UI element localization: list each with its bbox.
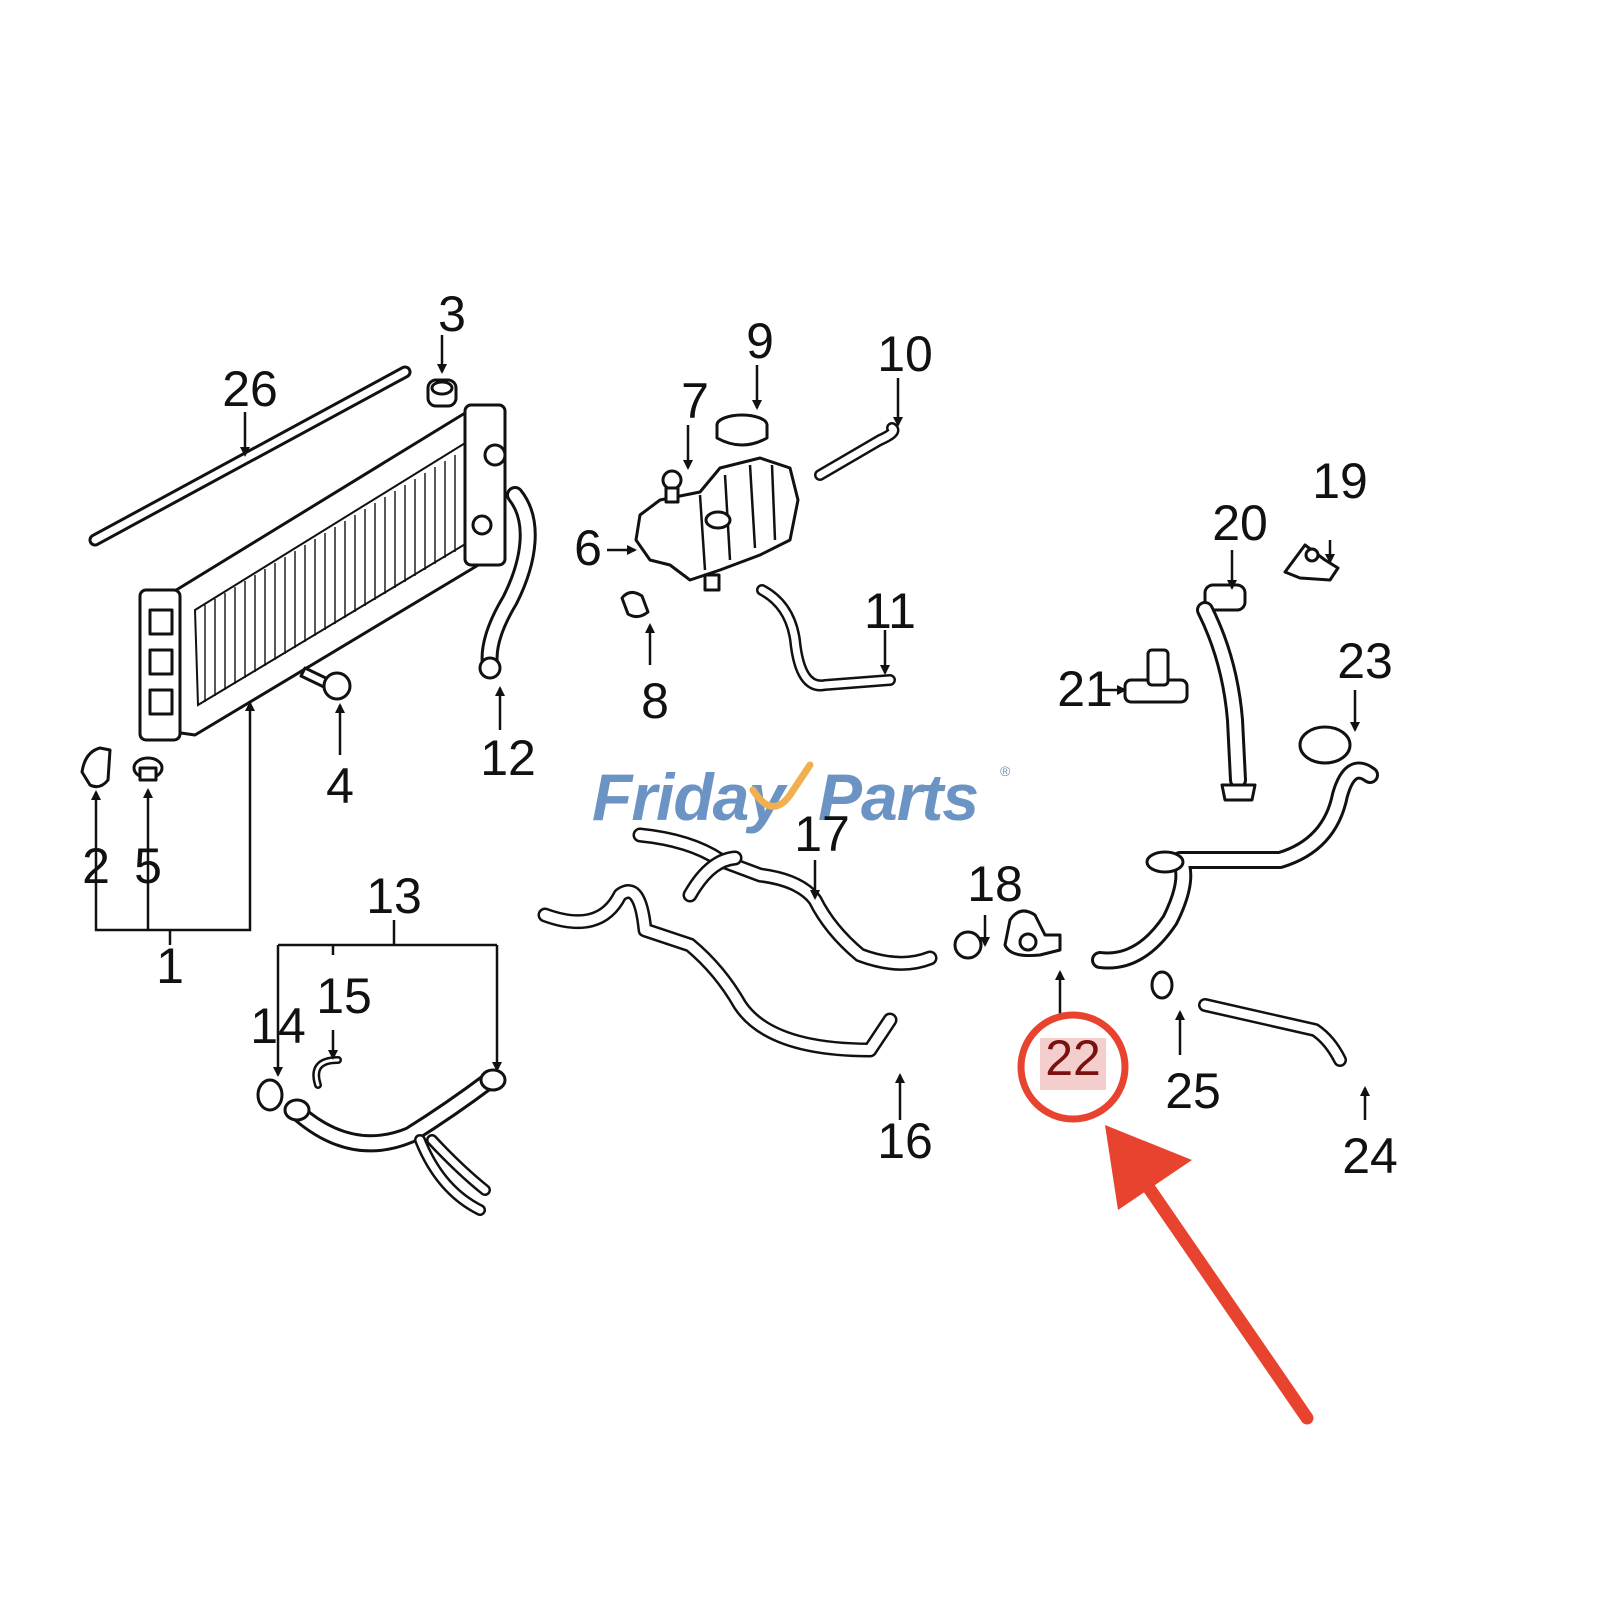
part-10-hose xyxy=(814,422,900,481)
part-12-hose xyxy=(478,486,537,680)
callout-7: 7 xyxy=(681,373,709,429)
part-4-bolt xyxy=(299,666,352,701)
callout-17: 17 xyxy=(794,806,850,862)
part-6-reservoir xyxy=(634,456,800,592)
callout-14: 14 xyxy=(250,998,306,1054)
watermark-check-mark xyxy=(749,761,814,810)
leader-lines xyxy=(91,335,1370,1120)
callout-20: 20 xyxy=(1212,495,1268,551)
part-25-clamp xyxy=(1150,970,1174,1000)
part-16-hose xyxy=(537,884,898,1058)
part-13-hose-assembly xyxy=(283,1068,507,1216)
part-20-hose xyxy=(1196,583,1257,802)
callout-4: 4 xyxy=(326,758,354,814)
part-7-bolt xyxy=(661,469,683,504)
highlight-box xyxy=(1040,1038,1106,1090)
part-15-clip xyxy=(312,1056,342,1089)
callout-labels: 1 2 3 4 5 6 7 8 9 10 11 12 13 14 15 16 1… xyxy=(82,286,1398,1184)
part-18-clamp xyxy=(953,930,983,960)
callout-24: 24 xyxy=(1342,1128,1398,1184)
callout-8: 8 xyxy=(641,673,669,729)
callout-21: 21 xyxy=(1057,661,1113,717)
highlight-arrow-head xyxy=(1105,1125,1192,1210)
callout-12: 12 xyxy=(480,730,536,786)
part-1-radiator xyxy=(138,403,507,742)
callout-10: 10 xyxy=(877,326,933,382)
callout-23: 23 xyxy=(1337,633,1393,689)
part-23-hose xyxy=(1091,725,1379,970)
part-21-tee xyxy=(1123,648,1189,704)
callout-25: 25 xyxy=(1165,1063,1221,1119)
watermark-parts: Parts xyxy=(818,760,978,834)
part-24-pipe xyxy=(1198,998,1347,1067)
part-3-grommet xyxy=(426,378,458,408)
part-2-bracket xyxy=(80,746,112,789)
callout-18: 18 xyxy=(967,856,1023,912)
highlight-22: 22 xyxy=(1017,1011,1314,1425)
highlight-arrow-shaft xyxy=(1133,1168,1314,1425)
callout-19: 19 xyxy=(1312,453,1368,509)
part-19-bracket xyxy=(1283,543,1340,582)
callout-26: 26 xyxy=(222,361,278,417)
callout-1: 1 xyxy=(156,938,184,994)
part-22-clamp xyxy=(1003,909,1062,957)
callout-15: 15 xyxy=(316,968,372,1024)
callout-5: 5 xyxy=(134,838,162,894)
part-14-clamp xyxy=(256,1078,284,1112)
callout-3: 3 xyxy=(438,286,466,342)
watermark-logo: Friday Parts ® xyxy=(592,760,1011,834)
part-11-hose xyxy=(756,584,896,692)
callout-2: 2 xyxy=(82,838,110,894)
highlight-ring xyxy=(1017,1011,1129,1123)
watermark-registered: ® xyxy=(1000,763,1011,779)
callout-6: 6 xyxy=(574,520,602,576)
part-26-seal-strip xyxy=(88,365,412,547)
callout-16: 16 xyxy=(877,1113,933,1169)
part-5-clip xyxy=(132,756,164,782)
callout-11: 11 xyxy=(864,583,916,639)
callout-22: 22 xyxy=(1045,1030,1101,1086)
part-9-cap xyxy=(715,413,769,447)
callout-13: 13 xyxy=(366,868,422,924)
part-8-clip xyxy=(620,591,650,619)
callout-9: 9 xyxy=(746,313,774,369)
